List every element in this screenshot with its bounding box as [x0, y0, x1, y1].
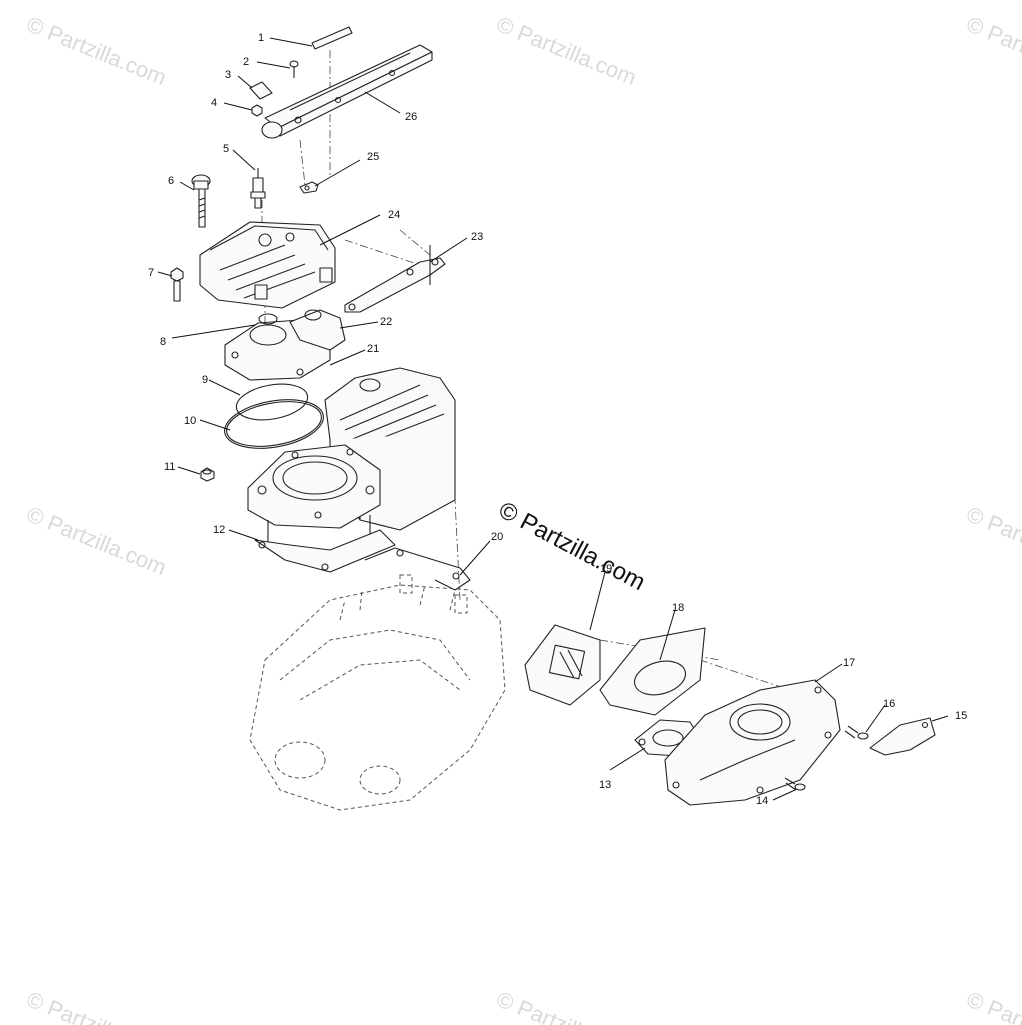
callout-8: 8: [160, 336, 166, 348]
part-water-cover: [224, 309, 346, 381]
callout-22: 22: [380, 316, 392, 328]
part-clip: [299, 181, 319, 194]
callout-2: 2: [243, 56, 249, 68]
part-gasket: [599, 627, 706, 716]
watermark-tile: © Partzilla.com: [23, 501, 170, 580]
callout-11: 11: [164, 461, 175, 473]
part-cylinder: [247, 444, 396, 573]
part-bracket-15: [869, 717, 936, 756]
part-short-bolt: [170, 267, 184, 302]
callout-1: 1: [258, 32, 264, 44]
part-long-bolt: [191, 174, 211, 228]
callout-21: 21: [367, 343, 379, 355]
center-lines: [261, 50, 791, 691]
callout-10: 10: [184, 415, 196, 427]
watermark-tile: © Partzilla.com: [963, 986, 1022, 1025]
callout-3: 3: [225, 69, 231, 81]
callout-7: 7: [148, 267, 154, 279]
part-bolt-16: [844, 725, 869, 740]
part-label: [249, 81, 273, 100]
callout-18: 18: [672, 602, 684, 614]
callout-25: 25: [367, 151, 379, 163]
callout-24: 24: [388, 209, 400, 221]
part-screw-small: [289, 60, 299, 78]
part-nut-small: [251, 104, 263, 117]
part-bolt-14: [784, 777, 806, 791]
part-base-gasket: [364, 547, 471, 591]
callout-20: 20: [491, 531, 503, 543]
callout-19: 19: [600, 563, 612, 575]
part-decal-strip: [311, 26, 353, 50]
callout-17: 17: [843, 657, 855, 669]
callout-14: 14: [756, 795, 768, 807]
callout-6: 6: [168, 175, 174, 187]
part-nut: [200, 467, 215, 482]
watermark-tile: © Partzilla.com: [963, 11, 1022, 90]
watermark-tile: © Partzilla.com: [23, 986, 170, 1025]
leader-lines: [157, 37, 949, 801]
callout-13: 13: [599, 779, 611, 791]
part-reed-valve: [524, 624, 601, 706]
callout-26: 26: [405, 111, 417, 123]
main-watermark: © Partzilla.com: [494, 496, 649, 596]
part-bracket: [344, 245, 446, 313]
callout-5: 5: [223, 143, 229, 155]
callout-4: 4: [211, 97, 217, 109]
part-spark-plug: [250, 168, 266, 209]
watermark-tile: © Partzilla.com: [493, 11, 640, 90]
watermark-tile: © Partzilla.com: [23, 11, 170, 90]
callout-labels: 1 2 3 4 5 6 7 8 9 10 11 12 13 14 15 16 1…: [148, 32, 967, 807]
callout-15: 15: [955, 710, 967, 722]
part-o-rings: [224, 383, 324, 449]
part-cylinder-head-cover: [199, 221, 336, 309]
watermark-tile: © Partzilla.com: [963, 501, 1022, 580]
callout-12: 12: [213, 524, 225, 536]
part-crankcase-ghost: [249, 574, 506, 811]
watermark-tile: © Partzilla.com: [493, 986, 640, 1025]
callout-16: 16: [883, 698, 895, 710]
part-rail: [261, 44, 433, 139]
callout-23: 23: [471, 231, 483, 243]
callout-9: 9: [202, 374, 208, 386]
part-intake-manifold: [664, 679, 841, 806]
